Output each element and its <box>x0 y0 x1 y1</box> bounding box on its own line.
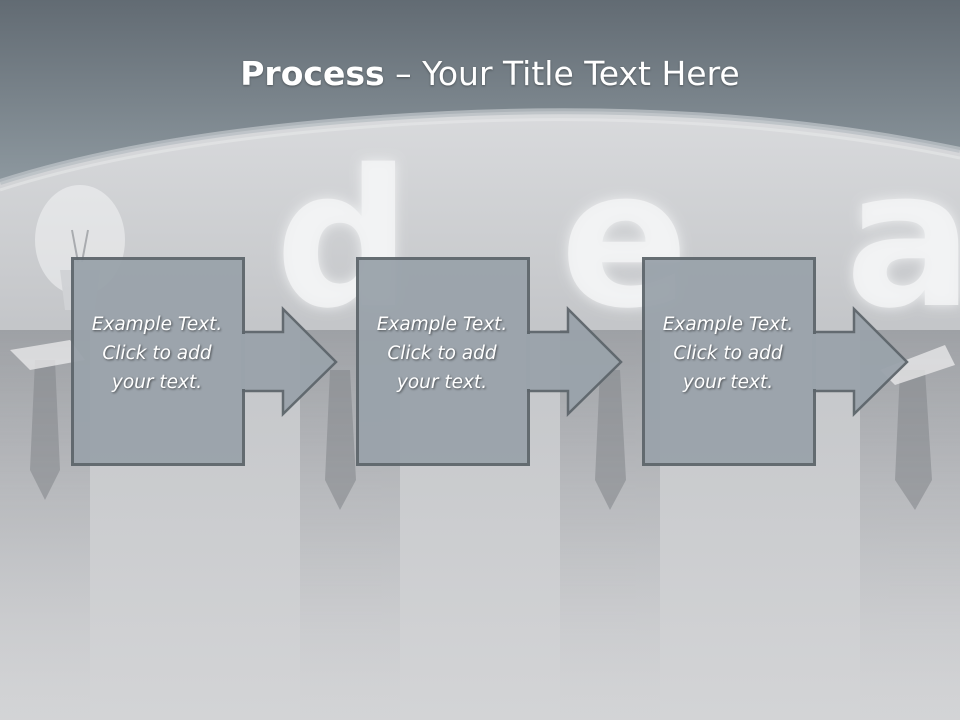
step-line-3: your text. <box>111 372 203 393</box>
header-band <box>0 0 960 182</box>
process-step-2[interactable]: Example Text. Click to add your text. <box>356 257 696 467</box>
step-line-3: your text. <box>396 372 488 393</box>
header-curve-highlight <box>0 108 960 185</box>
step-shape <box>71 257 338 466</box>
step-line-1: Example Text. <box>91 314 223 335</box>
step-text[interactable]: Example Text. Click to add your text. <box>77 310 237 397</box>
arrow-right-icon <box>526 305 623 417</box>
arrow-right-icon <box>241 305 338 417</box>
process-step-3[interactable]: Example Text. Click to add your text. <box>642 257 960 467</box>
step-line-2: Click to add <box>387 343 497 364</box>
background-word: d e a d e a <box>275 129 960 350</box>
step-line-2: Click to add <box>102 343 212 364</box>
title-rest: – Your Title Text Here <box>384 54 740 93</box>
svg-text:a: a <box>845 129 960 350</box>
step-line-2: Click to add <box>673 343 783 364</box>
process-step-1[interactable]: Example Text. Click to add your text. <box>71 257 411 467</box>
step-line-1: Example Text. <box>662 314 794 335</box>
svg-text:a: a <box>845 129 960 350</box>
step-text[interactable]: Example Text. Click to add your text. <box>648 310 808 397</box>
step-text[interactable]: Example Text. Click to add your text. <box>362 310 522 397</box>
step-shape <box>642 257 909 466</box>
step-line-1: Example Text. <box>376 314 508 335</box>
step-line-3: your text. <box>682 372 774 393</box>
slide-title[interactable]: Process – Your Title Text Here <box>0 52 960 96</box>
arrow-right-icon <box>812 305 909 417</box>
title-bold: Process <box>240 54 385 93</box>
step-shape <box>356 257 623 466</box>
